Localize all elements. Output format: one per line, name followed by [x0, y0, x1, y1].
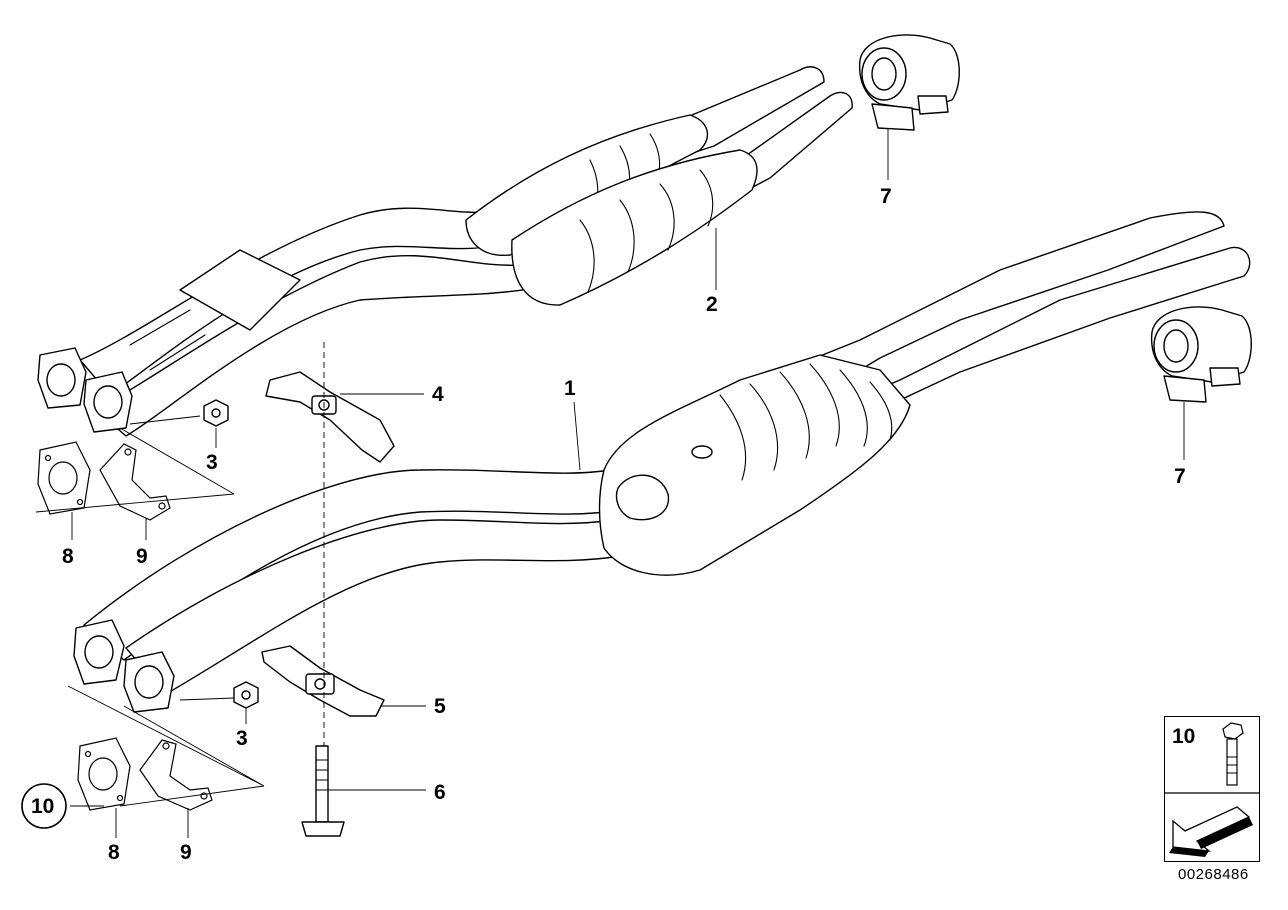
gasket-8-upper	[37, 441, 91, 515]
assembly-guides	[35, 342, 325, 807]
label-part-8-upper: 8	[62, 545, 74, 568]
front-pipe-upper	[37, 66, 853, 437]
legend-item-number: 10	[1172, 725, 1196, 748]
gasket-9-lower	[139, 739, 213, 811]
legend-box: 10	[1164, 716, 1260, 862]
label-part-3-upper: 3	[206, 451, 218, 474]
label-part-5: 5	[434, 695, 446, 718]
gasket-9-upper	[99, 443, 171, 521]
label-part-9-lower: 9	[180, 841, 192, 864]
nut-3-lower	[233, 681, 259, 709]
label-part-6: 6	[434, 781, 446, 804]
legend-icons	[1165, 722, 1259, 857]
nut-3-upper	[203, 399, 229, 427]
label-part-4: 4	[432, 383, 444, 406]
leader-lines	[70, 128, 1185, 838]
clamp-upper	[858, 34, 960, 131]
label-part-1: 1	[564, 377, 576, 400]
label-part-7-lower: 7	[1174, 465, 1186, 488]
bolt-6	[301, 745, 345, 837]
label-part-2: 2	[706, 293, 718, 316]
bolt-icon	[1222, 722, 1244, 786]
bracket-4	[265, 371, 395, 463]
clamp-lower	[1150, 306, 1252, 403]
arrow-icon	[1169, 806, 1253, 857]
main-pipe-lower	[73, 211, 1251, 713]
gasket-8-lower	[77, 737, 131, 811]
bracket-5	[261, 645, 385, 717]
label-part-8-lower: 8	[108, 841, 120, 864]
label-part-7-upper: 7	[880, 185, 892, 208]
diagram-number: 00268486	[1178, 866, 1249, 883]
label-part-10-circled: 10	[31, 795, 55, 818]
callout-ring-10	[21, 783, 67, 829]
label-part-3-lower: 3	[236, 727, 248, 750]
label-part-9-upper: 9	[136, 545, 148, 568]
